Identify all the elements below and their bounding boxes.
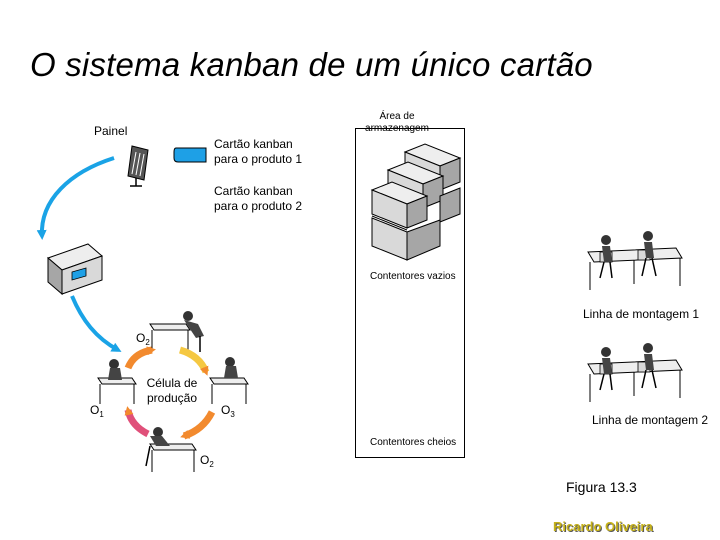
operator-subscript: 3 xyxy=(230,410,235,419)
operator-subscript: 1 xyxy=(99,410,104,419)
operator-letter: O xyxy=(136,331,146,345)
workstation-o1-icon xyxy=(97,359,137,404)
assembly-line-1-label: Linha de montagem 1 xyxy=(583,307,700,321)
operator-letter: O xyxy=(200,453,210,467)
author-credit: Ricardo Oliveira xyxy=(553,519,653,534)
operator-subscript: 2 xyxy=(209,460,214,469)
storage-containers-icon xyxy=(370,143,462,261)
operator-o3-label: O3 xyxy=(221,403,235,422)
workstation-o3-icon xyxy=(209,357,249,404)
full-containers-label: Contentores cheios xyxy=(370,437,457,448)
figure-caption: Figura 13.3 xyxy=(566,479,637,495)
operator-subscript: 2 xyxy=(145,338,150,347)
assembly-line-2-label: Linha de montagem 2 xyxy=(592,413,709,427)
storage-area-label: Área de armazenagem xyxy=(352,111,442,135)
operator-o2-top-label: O2 xyxy=(136,331,150,350)
storage-area-label-line1: Área de xyxy=(379,111,415,122)
card-product-2-line2: para o produto 2 xyxy=(214,199,303,213)
storage-area-frame xyxy=(355,128,465,458)
card-product-1-line2: para o produto 1 xyxy=(214,152,303,166)
workstation-o2-top-icon xyxy=(149,311,204,352)
production-cycle-arrows xyxy=(124,346,216,440)
board-label: Painel xyxy=(94,124,128,138)
container-with-card-icon xyxy=(47,243,103,296)
storage-area-label-line2: armazenagem xyxy=(365,123,429,134)
card-product-2-label: Cartão kanban para o produto 2 xyxy=(214,184,302,214)
card-product-2-line1: Cartão kanban xyxy=(214,184,293,198)
flow-arrow-board-to-container xyxy=(36,156,115,240)
card-product-1-label: Cartão kanban para o produto 1 xyxy=(214,137,302,167)
operator-o1-label: O1 xyxy=(90,403,104,422)
production-cell-label: Célula de produção xyxy=(142,376,202,406)
operator-o2-bottom-label: O2 xyxy=(200,453,214,472)
production-cell-line1: Célula de xyxy=(146,376,198,390)
kanban-card-icon xyxy=(173,147,207,163)
empty-containers-label: Contentores vazios xyxy=(370,271,456,282)
operator-letter: O xyxy=(90,403,100,417)
production-cell-line2: produção xyxy=(146,391,198,405)
flow-arrow-container-to-cell xyxy=(70,295,122,352)
assembly-line-1-icon xyxy=(587,231,683,290)
kanban-board-icon xyxy=(127,145,149,187)
assembly-line-2-icon xyxy=(587,343,683,402)
page-title: O sistema kanban de um único cartão xyxy=(30,46,593,83)
card-product-1-line1: Cartão kanban xyxy=(214,137,293,151)
workstation-o2-bottom-icon xyxy=(145,427,197,472)
operator-letter: O xyxy=(221,403,231,417)
